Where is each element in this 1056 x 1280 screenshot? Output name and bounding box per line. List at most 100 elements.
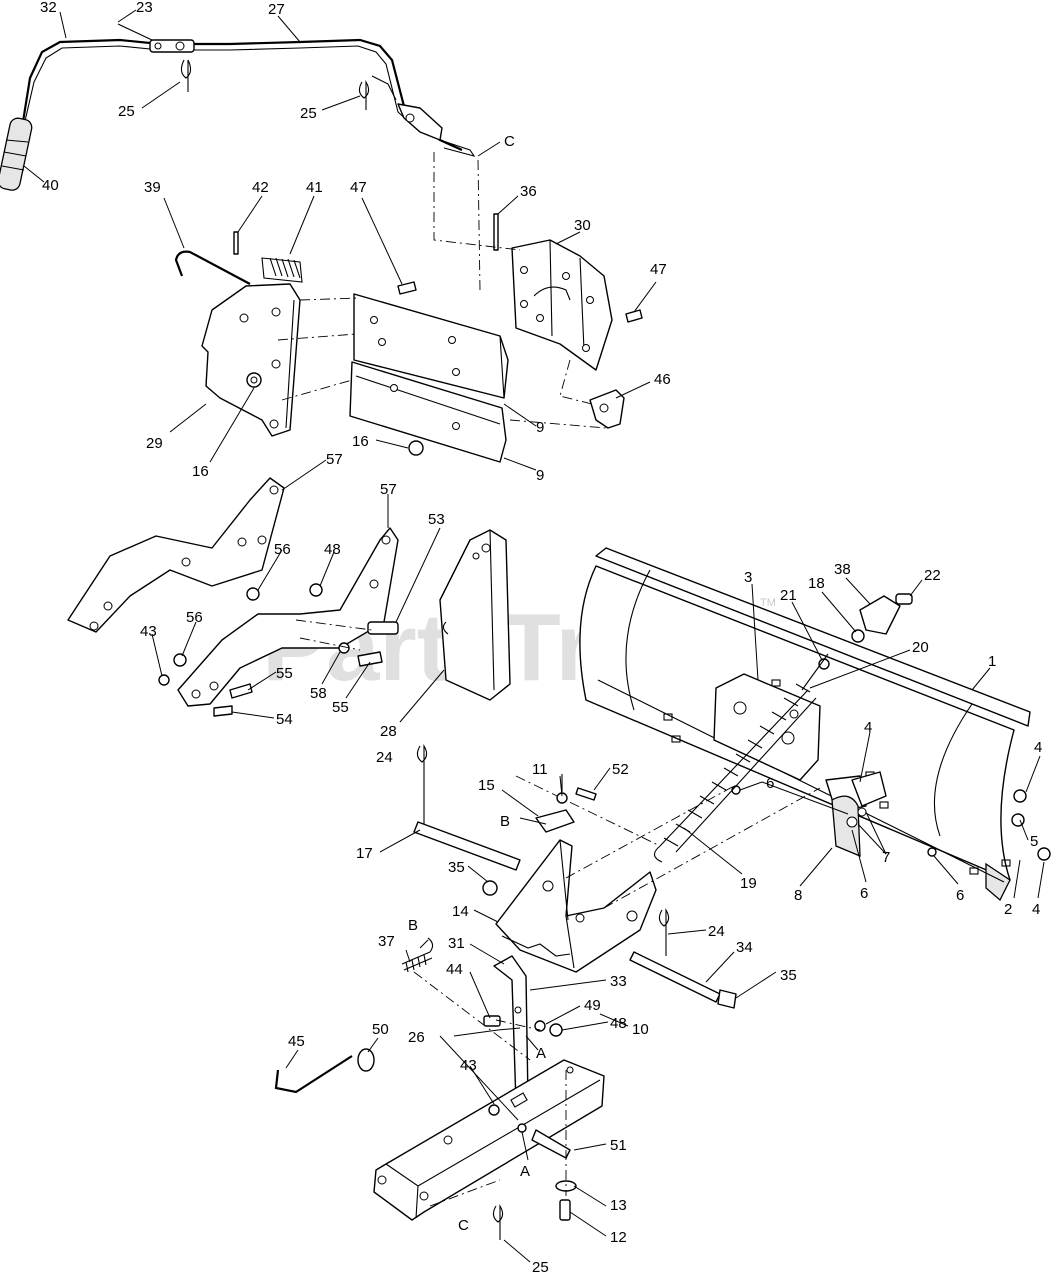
pin-17 — [413, 821, 521, 871]
callout-43: 43 — [460, 1057, 477, 1074]
callout-39: 39 — [144, 179, 161, 196]
callout-45: 45 — [288, 1033, 305, 1050]
callout-57: 57 — [380, 481, 397, 498]
callout-56: 56 — [186, 609, 203, 626]
mount-bracket-29 — [201, 283, 301, 437]
rod-45-icon — [274, 1055, 353, 1094]
washer-18-icon — [851, 629, 865, 643]
a-frame-14 — [495, 839, 657, 973]
callout-43: 43 — [140, 623, 157, 640]
hairpin-cotter-icon — [180, 59, 192, 92]
callout-8: 8 — [794, 887, 802, 904]
callout-a: A — [536, 1045, 546, 1062]
callout-19: 19 — [740, 875, 757, 892]
washer-49-icon — [534, 1020, 546, 1032]
handle-pivot-plate — [397, 103, 443, 141]
callout-5: 5 — [1030, 833, 1038, 850]
callout-58: 58 — [310, 685, 327, 702]
callout-6: 6 — [956, 887, 964, 904]
callout-37: 37 — [378, 933, 395, 950]
callout-23: 23 — [136, 0, 153, 16]
callout-9: 9 — [536, 467, 544, 484]
callout-36: 36 — [520, 183, 537, 200]
spacer-35b-icon — [717, 989, 737, 1009]
callout-32: 32 — [40, 0, 57, 16]
callout-6: 6 — [766, 775, 774, 792]
nut-26-icon — [517, 1123, 527, 1133]
callout-52: 52 — [612, 761, 629, 778]
spring-37-icon — [401, 951, 433, 973]
callout-33: 33 — [610, 973, 627, 990]
bolt-55-icon — [229, 683, 253, 699]
callout-35: 35 — [448, 859, 465, 876]
nut-6a-icon — [731, 785, 741, 795]
callout-50: 50 — [372, 1021, 389, 1038]
callout-55: 55 — [332, 699, 349, 716]
callout-24: 24 — [376, 749, 393, 766]
cutting-edge-2 — [985, 862, 1011, 902]
callout-44: 44 — [446, 961, 463, 978]
callout-2: 2 — [1004, 901, 1012, 918]
callout-27: 27 — [268, 1, 285, 18]
callout-48: 48 — [610, 1015, 627, 1032]
spring-41-icon — [261, 257, 303, 283]
nut-6c-icon — [927, 847, 937, 857]
washer-50-icon — [357, 1048, 375, 1072]
handle-grip — [0, 117, 33, 191]
nut-56-icon — [246, 587, 260, 601]
callout-46: 46 — [654, 371, 671, 388]
callout-47: 47 — [350, 179, 367, 196]
callout-35: 35 — [780, 967, 797, 984]
pin-42-icon — [233, 231, 239, 255]
hairpin-25c-icon — [492, 1204, 504, 1240]
callout-c: C — [458, 1217, 469, 1234]
bolt-4c-icon — [1037, 847, 1051, 861]
callout-c: C — [504, 133, 515, 150]
callout-31: 31 — [448, 935, 465, 952]
callout-56: 56 — [274, 541, 291, 558]
callout-41: 41 — [306, 179, 323, 196]
callout-4: 4 — [1034, 739, 1042, 756]
nut-56b-icon — [173, 653, 187, 667]
bracket-57-left — [67, 477, 285, 633]
handle-coupler — [117, 23, 195, 53]
callout-4: 4 — [864, 719, 872, 736]
bracket-57-right — [177, 527, 399, 707]
callout-38: 38 — [834, 561, 851, 578]
bolt-53-icon — [367, 621, 399, 635]
hairpin-cotter-icon-2 — [358, 80, 370, 110]
lift-handle-assembly — [20, 38, 476, 157]
callout-57: 57 — [326, 451, 343, 468]
callout-13: 13 — [610, 1197, 627, 1214]
rod-34 — [629, 951, 721, 1003]
callout-17: 17 — [356, 845, 373, 862]
bolt-47-icon — [397, 281, 417, 295]
plate-15 — [535, 809, 575, 833]
pivot-8 — [831, 795, 861, 857]
plate-28 — [439, 529, 511, 701]
callout-1: 1 — [988, 653, 996, 670]
bolt-4-icon — [1013, 789, 1027, 803]
callout-3: 3 — [744, 569, 752, 586]
bolt-55b-icon — [357, 651, 383, 667]
callout-4: 4 — [1032, 901, 1040, 918]
callout-25: 25 — [300, 105, 317, 122]
callout-a: A — [520, 1163, 530, 1180]
spring-19 — [653, 683, 817, 863]
leader-lines — [23, 9, 1045, 1263]
callout-20: 20 — [912, 639, 929, 656]
callout-11: 11 — [532, 761, 548, 778]
pin-52-icon — [575, 787, 597, 801]
callout-22: 22 — [924, 567, 941, 584]
callout-25: 25 — [118, 103, 135, 120]
knob-22-icon — [895, 593, 913, 605]
nut-16b-icon — [408, 440, 424, 456]
callout-48: 48 — [324, 541, 341, 558]
rod-20 — [801, 653, 829, 691]
callout-30: 30 — [574, 217, 591, 234]
callout-16: 16 — [352, 433, 369, 450]
callout-b: B — [500, 813, 510, 830]
callout-7: 7 — [882, 849, 890, 866]
callout-9: 9 — [536, 419, 544, 436]
spacer-35-icon — [482, 880, 498, 896]
